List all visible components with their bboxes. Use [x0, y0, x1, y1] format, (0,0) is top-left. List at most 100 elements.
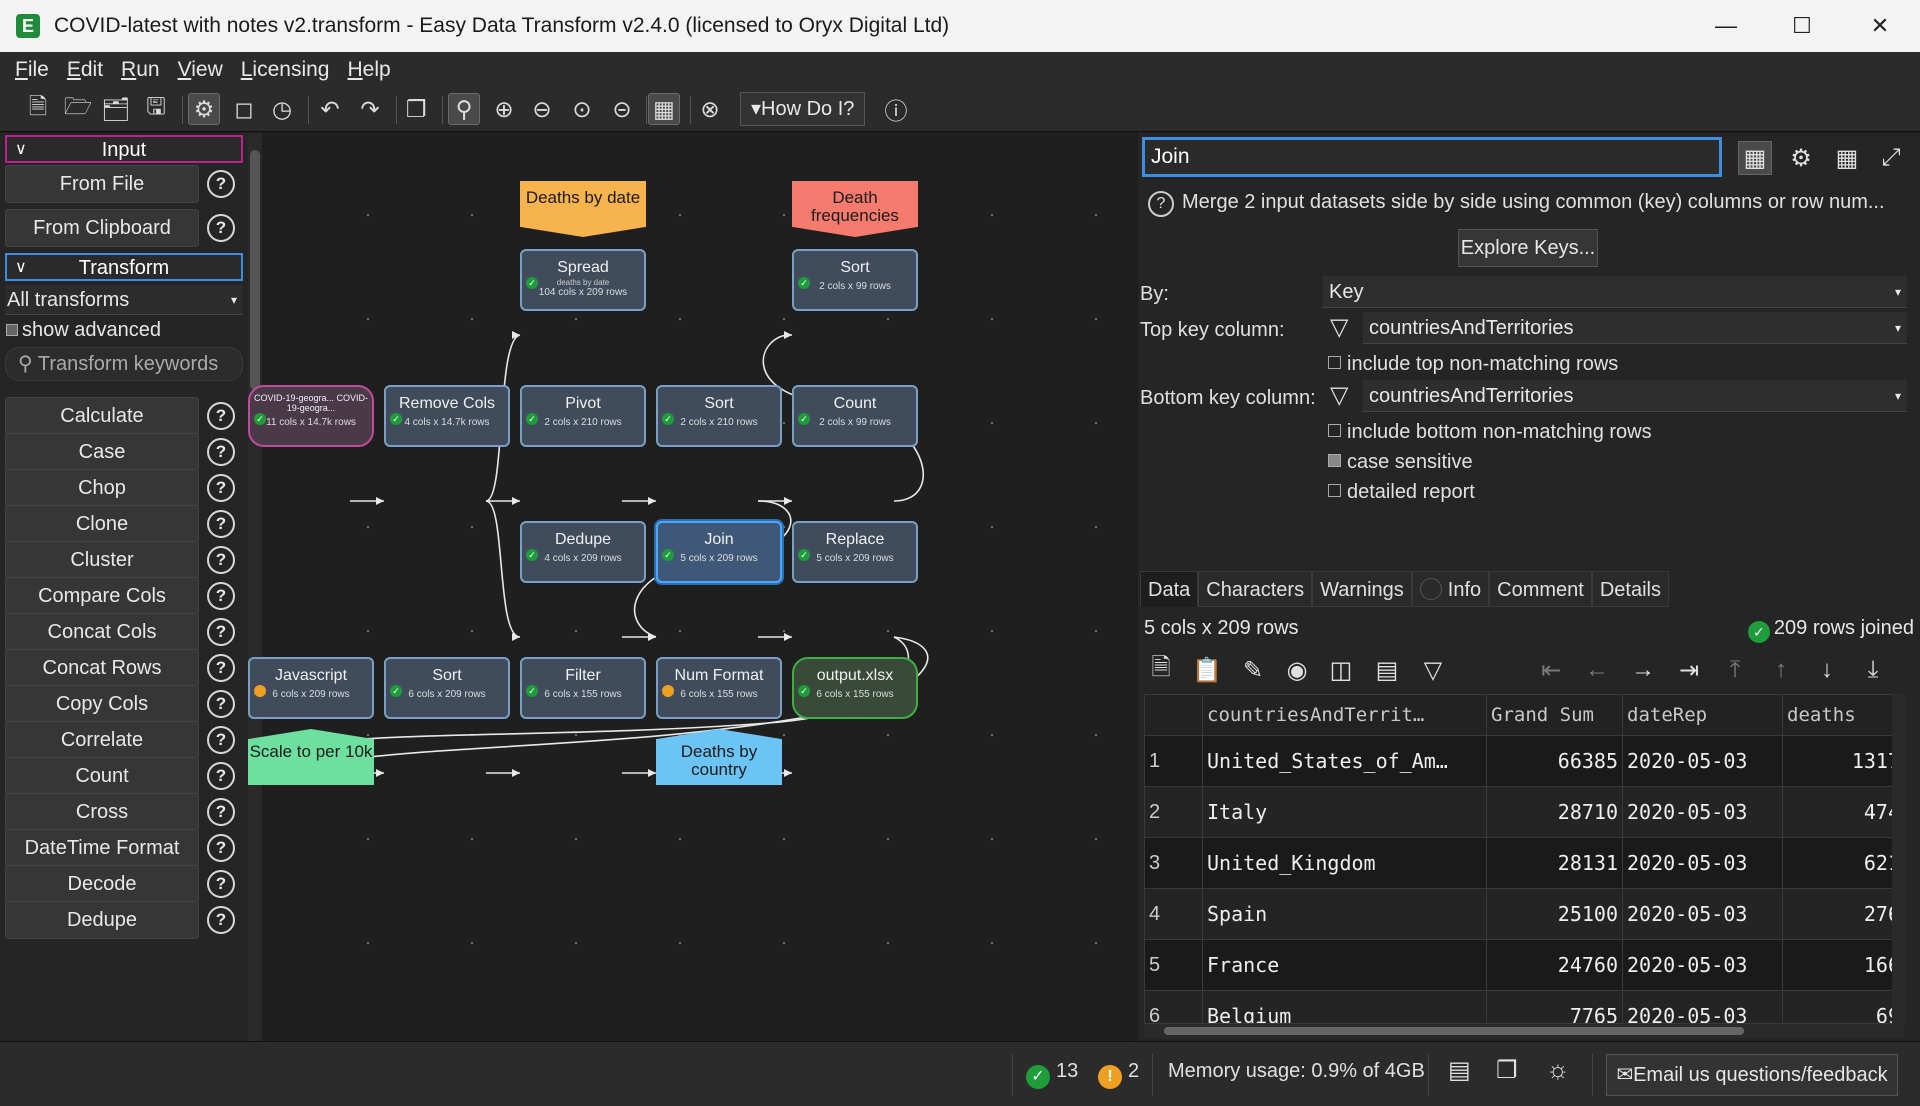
first-row-icon[interactable]: ⤒: [1729, 656, 1741, 683]
help-icon[interactable]: ?: [207, 438, 235, 466]
transform-button-count[interactable]: Count: [5, 757, 199, 795]
note-deaths-by-country[interactable]: Deaths by country: [656, 729, 782, 785]
save-icon[interactable]: 🖫: [146, 92, 166, 119]
undo-icon[interactable]: ↶: [320, 95, 340, 122]
table-cell[interactable]: United_Kingdom: [1203, 838, 1487, 888]
zoom-out-icon[interactable]: ⊖: [532, 95, 552, 122]
help-icon[interactable]: ?: [207, 474, 235, 502]
table-cell[interactable]: Belgium: [1203, 991, 1487, 1023]
search-icon[interactable]: ⚲: [448, 93, 480, 125]
table-cell[interactable]: 28710: [1487, 787, 1623, 837]
tab-details[interactable]: Details: [1591, 571, 1669, 607]
menu-file[interactable]: File: [15, 58, 49, 81]
table-cell[interactable]: France: [1203, 940, 1487, 990]
edit-pencil-icon[interactable]: ✎: [1242, 656, 1264, 684]
column-header[interactable]: countriesAndTerrit…: [1203, 695, 1487, 735]
email-feedback-button[interactable]: ✉Email us questions/feedback: [1606, 1054, 1898, 1096]
maximize-button[interactable]: ☐: [1792, 13, 1812, 38]
transform-button-datetime-format[interactable]: DateTime Format: [5, 829, 199, 867]
transform-button-concat-rows[interactable]: Concat Rows: [5, 649, 199, 687]
input-section-header[interactable]: ∨ Input: [5, 135, 243, 163]
note-scale-to-per-10k[interactable]: Scale to per 10k: [248, 729, 374, 785]
transform-button-decode[interactable]: Decode: [5, 865, 199, 903]
grid-scroll-thumb[interactable]: [1164, 1027, 1744, 1035]
tab-info[interactable]: Info: [1411, 571, 1490, 607]
column-header[interactable]: dateRep: [1623, 695, 1783, 735]
table-cell[interactable]: 24760: [1487, 940, 1623, 990]
open-recent-icon[interactable]: 🗂: [101, 95, 131, 122]
table-cell[interactable]: 69: [1783, 991, 1903, 1023]
settings-gear-icon[interactable]: ⚙: [1790, 144, 1812, 172]
transform-button-clone[interactable]: Clone: [5, 505, 199, 543]
table-cell[interactable]: 1317: [1783, 736, 1903, 786]
row-number[interactable]: 6: [1145, 991, 1203, 1023]
columns-icon[interactable]: ◫: [1329, 656, 1353, 684]
help-icon[interactable]: ?: [207, 546, 235, 574]
from-file-button[interactable]: From File: [5, 165, 199, 203]
help-icon[interactable]: ?: [207, 402, 235, 430]
table-cell[interactable]: 28131: [1487, 838, 1623, 888]
transform-button-compare-cols[interactable]: Compare Cols: [5, 577, 199, 615]
minimize-button[interactable]: —: [1715, 13, 1737, 38]
table-cell[interactable]: 25100: [1487, 889, 1623, 939]
theme-sun-icon[interactable]: ☼: [1546, 1054, 1570, 1084]
transform-name-input[interactable]: Join: [1142, 137, 1722, 177]
zoom-in-icon[interactable]: ⊕: [494, 95, 514, 122]
help-icon[interactable]: ?: [207, 690, 235, 718]
bottom-key-combo[interactable]: countriesAndTerritories▾: [1363, 380, 1907, 412]
row-number[interactable]: 4: [1145, 889, 1203, 939]
help-icon[interactable]: ?: [207, 582, 235, 610]
row-number[interactable]: 2: [1145, 787, 1203, 837]
stop-icon[interactable]: ◻: [234, 95, 254, 122]
open-folder-icon[interactable]: 🗁: [63, 92, 93, 119]
filter-icon[interactable]: ▽: [1330, 314, 1349, 341]
paste-clipboard-icon[interactable]: 📋: [1192, 656, 1222, 684]
tab-comment[interactable]: Comment: [1489, 571, 1592, 607]
table-cell[interactable]: 2020-05-03: [1623, 889, 1783, 939]
rows-icon[interactable]: ▤: [1375, 656, 1399, 684]
menu-view[interactable]: View: [177, 58, 223, 81]
redo-icon[interactable]: ↷: [360, 95, 380, 122]
help-icon[interactable]: ?: [207, 906, 235, 934]
transform-button-dedupe[interactable]: Dedupe: [5, 901, 199, 939]
row-number[interactable]: 5: [1145, 940, 1203, 990]
table-cell[interactable]: 2020-05-03: [1623, 991, 1783, 1023]
menu-help[interactable]: Help: [347, 58, 391, 81]
grid-horizontal-scrollbar[interactable]: [1144, 1024, 1904, 1038]
tab-warnings[interactable]: Warnings: [1312, 571, 1412, 607]
help-icon[interactable]: ⓘ: [884, 98, 908, 124]
data-grid[interactable]: countriesAndTerrit… Grand Sum dateRep de…: [1144, 694, 1904, 1024]
table-cell[interactable]: 66385: [1487, 736, 1623, 786]
show-advanced-checkbox[interactable]: show advanced: [6, 319, 161, 342]
table-cell[interactable]: Spain: [1203, 889, 1487, 939]
arrow-left-icon[interactable]: ←: [1585, 656, 1609, 683]
from-clipboard-button[interactable]: From Clipboard: [5, 209, 199, 247]
help-icon[interactable]: ?: [207, 726, 235, 754]
help-icon[interactable]: ?: [207, 654, 235, 682]
menu-licensing[interactable]: Licensing: [240, 58, 330, 81]
note-death-frequencies[interactable]: Death frequencies: [792, 181, 918, 237]
first-column-icon[interactable]: ⇤: [1540, 656, 1562, 684]
table-cell[interactable]: 474: [1783, 787, 1903, 837]
help-icon[interactable]: ?: [1148, 191, 1174, 217]
table-cell[interactable]: 7765: [1487, 991, 1623, 1023]
copy-icon[interactable]: ❐: [405, 95, 427, 122]
transform-button-concat-cols[interactable]: Concat Cols: [5, 613, 199, 651]
row-number[interactable]: 3: [1145, 838, 1203, 888]
ok-count-indicator[interactable]: ✓13: [1026, 1060, 1078, 1089]
add-file-icon[interactable]: 🗎: [1151, 653, 1171, 681]
